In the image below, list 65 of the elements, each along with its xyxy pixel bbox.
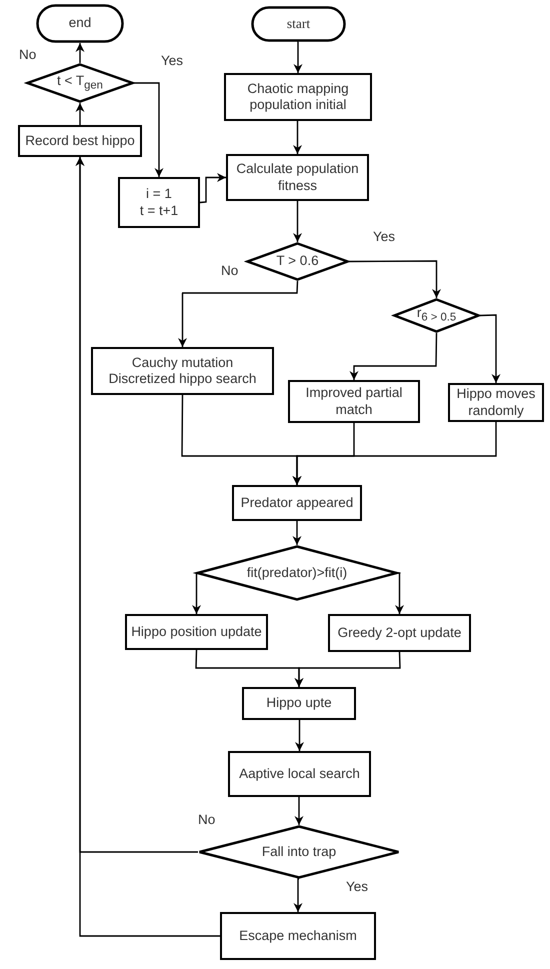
process-box	[125, 614, 268, 650]
node-label: Cauchy mutation	[132, 354, 234, 371]
process-box	[18, 125, 142, 157]
arrow	[292, 422, 497, 485]
arrow	[293, 201, 302, 242]
arrow	[76, 103, 84, 125]
arrow	[200, 173, 226, 204]
arrow	[480, 314, 500, 383]
node-label: Hippo upte	[266, 695, 332, 712]
arrow	[350, 333, 438, 380]
edge-label: Yes	[345, 879, 370, 894]
process-box	[288, 380, 420, 423]
node-label: Aaptive local search	[239, 766, 360, 782]
node-label: Improved partial match	[304, 385, 404, 418]
arrow	[349, 260, 441, 298]
arrow	[293, 120, 302, 154]
process-box	[448, 383, 544, 422]
node-label: Calculate population fitness	[235, 161, 360, 194]
node-label: Fall into trap	[262, 844, 336, 860]
node-label: Greedy 2-opt update	[338, 624, 462, 642]
arrow	[395, 572, 404, 614]
node-label: end	[68, 15, 92, 32]
node-label: r$_{6 > 0.5}$	[416, 305, 456, 326]
arrow	[294, 652, 401, 687]
process-box	[91, 347, 274, 395]
arrow	[295, 719, 304, 751]
process-box	[242, 687, 356, 720]
arrow	[76, 157, 220, 937]
process-box	[228, 751, 371, 797]
process-box	[328, 614, 471, 652]
decision-diamond	[246, 242, 349, 281]
process-box	[220, 912, 376, 960]
edge-label: Yes	[160, 53, 184, 68]
process-box	[118, 177, 200, 228]
arrow	[178, 280, 298, 347]
node-label: Discretized hippo search	[108, 371, 256, 388]
process-box	[232, 485, 362, 521]
arrow	[294, 796, 304, 825]
node-label: t = t+1	[140, 202, 178, 219]
arrow	[76, 43, 84, 63]
process-box	[226, 154, 369, 201]
node-label: Hippo moves randomly	[456, 386, 536, 419]
node-label: Hippo position update	[131, 624, 262, 640]
arrow	[134, 82, 164, 177]
edge-label: No	[18, 47, 38, 62]
arrow	[294, 878, 302, 912]
arrow	[192, 572, 201, 614]
node-label: Record best hippo	[25, 132, 135, 150]
node-label: Chaotic mapping population initial	[246, 80, 350, 114]
node-label: T > 0.6	[276, 253, 319, 270]
edge-label: No	[220, 263, 240, 278]
decision-diamond	[198, 825, 400, 879]
edge-label: Yes	[372, 229, 396, 244]
node-label: Escape mechanism	[239, 928, 357, 944]
process-box	[224, 73, 372, 121]
arrow	[292, 521, 302, 545]
decision-diamond	[393, 298, 480, 333]
decision-diamond	[26, 63, 134, 103]
arrow	[294, 41, 302, 73]
node-label: t < T$_{gen}$	[57, 72, 103, 94]
node-label: fit(predator)>fit(i)	[246, 564, 348, 582]
node-label: start	[286, 16, 310, 32]
node-label: Predator appeared	[240, 494, 354, 512]
edge-label: No	[197, 812, 216, 827]
node-label: i = 1	[146, 186, 172, 202]
